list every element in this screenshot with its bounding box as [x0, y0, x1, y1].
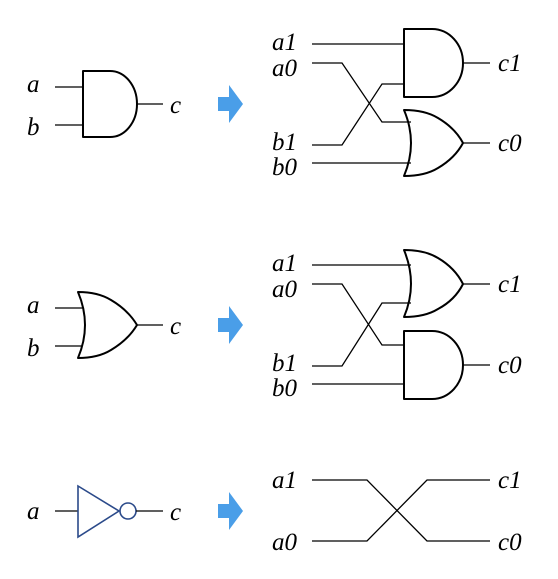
input-label-a: a: [27, 71, 40, 98]
or-gate-symbol: [403, 249, 464, 318]
row-or: a b c a1 a0 b1 b0 c1 c0: [27, 249, 522, 402]
input-label-a0: a0: [272, 276, 298, 303]
input-label-b0: b0: [272, 154, 298, 181]
output-label-c1: c1: [498, 467, 522, 494]
transform-arrow: [218, 492, 243, 530]
input-label-b: b: [27, 335, 40, 362]
output-label-c0: c0: [498, 130, 522, 157]
or-gate-symbol: [77, 291, 138, 359]
right-dual-rail-or: a1 a0 b1 b0 c1 c0: [272, 249, 522, 402]
input-label-a: a: [27, 498, 40, 525]
left-or-gate: a b c: [27, 291, 181, 362]
input-label-b1: b1: [272, 350, 297, 377]
not-gate-triangle: [77, 484, 121, 539]
input-label-b: b: [27, 114, 40, 141]
input-label-a0: a0: [272, 529, 298, 556]
input-label-b1: b1: [272, 129, 297, 156]
input-label-a1: a1: [272, 250, 297, 277]
right-dual-rail-not: a1 a0 c1 c0: [272, 467, 522, 556]
input-label-b0: b0: [272, 375, 298, 402]
row-not: a c a1 a0 c1 c0: [27, 467, 522, 556]
transform-arrow: [218, 306, 243, 344]
not-gate-bubble: [119, 502, 137, 520]
output-label-c0: c0: [498, 529, 522, 556]
output-label-c1: c1: [498, 271, 522, 298]
output-label-c: c: [170, 313, 181, 340]
input-label-a0: a0: [272, 55, 298, 82]
right-dual-rail-and: a1 a0 b1 b0 c1 c0: [272, 28, 522, 181]
left-not-gate: a c: [27, 484, 181, 539]
and-gate-symbol: [403, 330, 464, 400]
input-label-a1: a1: [272, 29, 297, 56]
row-and: a b c a1 a0 b1 b0 c1 c0: [27, 28, 522, 181]
and-gate-symbol: [82, 70, 138, 138]
and-gate-symbol: [403, 28, 464, 98]
output-label-c: c: [170, 92, 181, 119]
output-label-c1: c1: [498, 50, 522, 77]
output-label-c: c: [170, 499, 181, 526]
output-label-c0: c0: [498, 352, 522, 379]
input-label-a: a: [27, 292, 40, 319]
transform-arrow: [218, 85, 243, 123]
or-gate-symbol: [403, 109, 464, 177]
left-and-gate: a b c: [27, 70, 181, 141]
input-label-a1: a1: [272, 467, 297, 494]
